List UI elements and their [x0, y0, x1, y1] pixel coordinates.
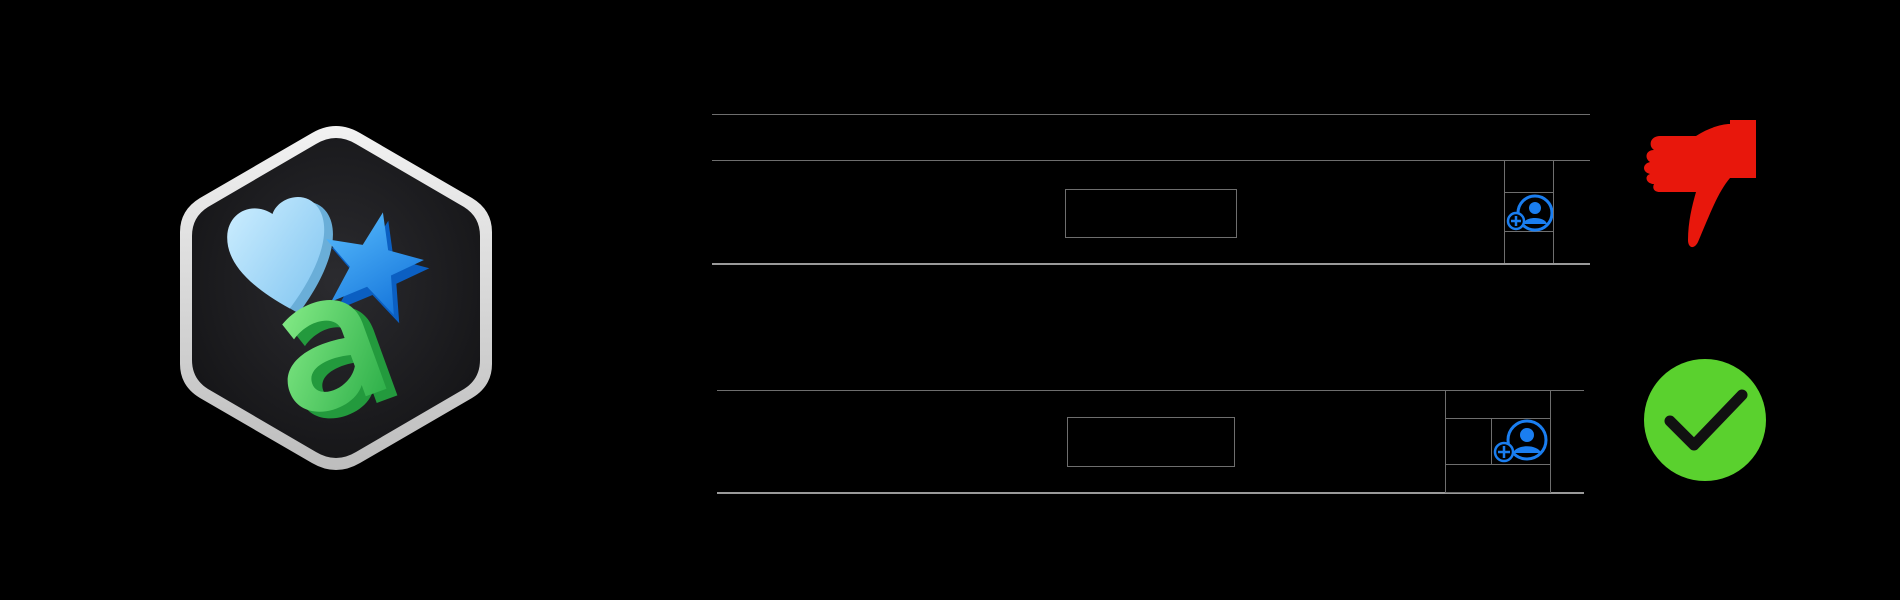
star-shape	[326, 212, 430, 324]
guide-line-top	[712, 114, 1590, 115]
button-frame	[1445, 418, 1551, 465]
app-icon	[176, 122, 496, 474]
title-placeholder	[1065, 189, 1237, 238]
checkmark-circle-icon	[1642, 357, 1768, 483]
title-placeholder	[1067, 417, 1235, 467]
bar-bottom-line	[712, 263, 1590, 265]
thumbs-down-icon	[1638, 118, 1764, 250]
button-frame	[1504, 192, 1554, 232]
add-person-icon[interactable]	[1492, 418, 1550, 465]
heart-shape	[227, 197, 333, 314]
bar-bottom-line	[717, 492, 1584, 494]
add-person-icon[interactable]	[1505, 193, 1553, 233]
button-divider	[1491, 418, 1492, 465]
bar-top-line	[712, 160, 1590, 161]
letter-a-shape	[282, 299, 398, 419]
bar-top-line	[717, 390, 1584, 391]
